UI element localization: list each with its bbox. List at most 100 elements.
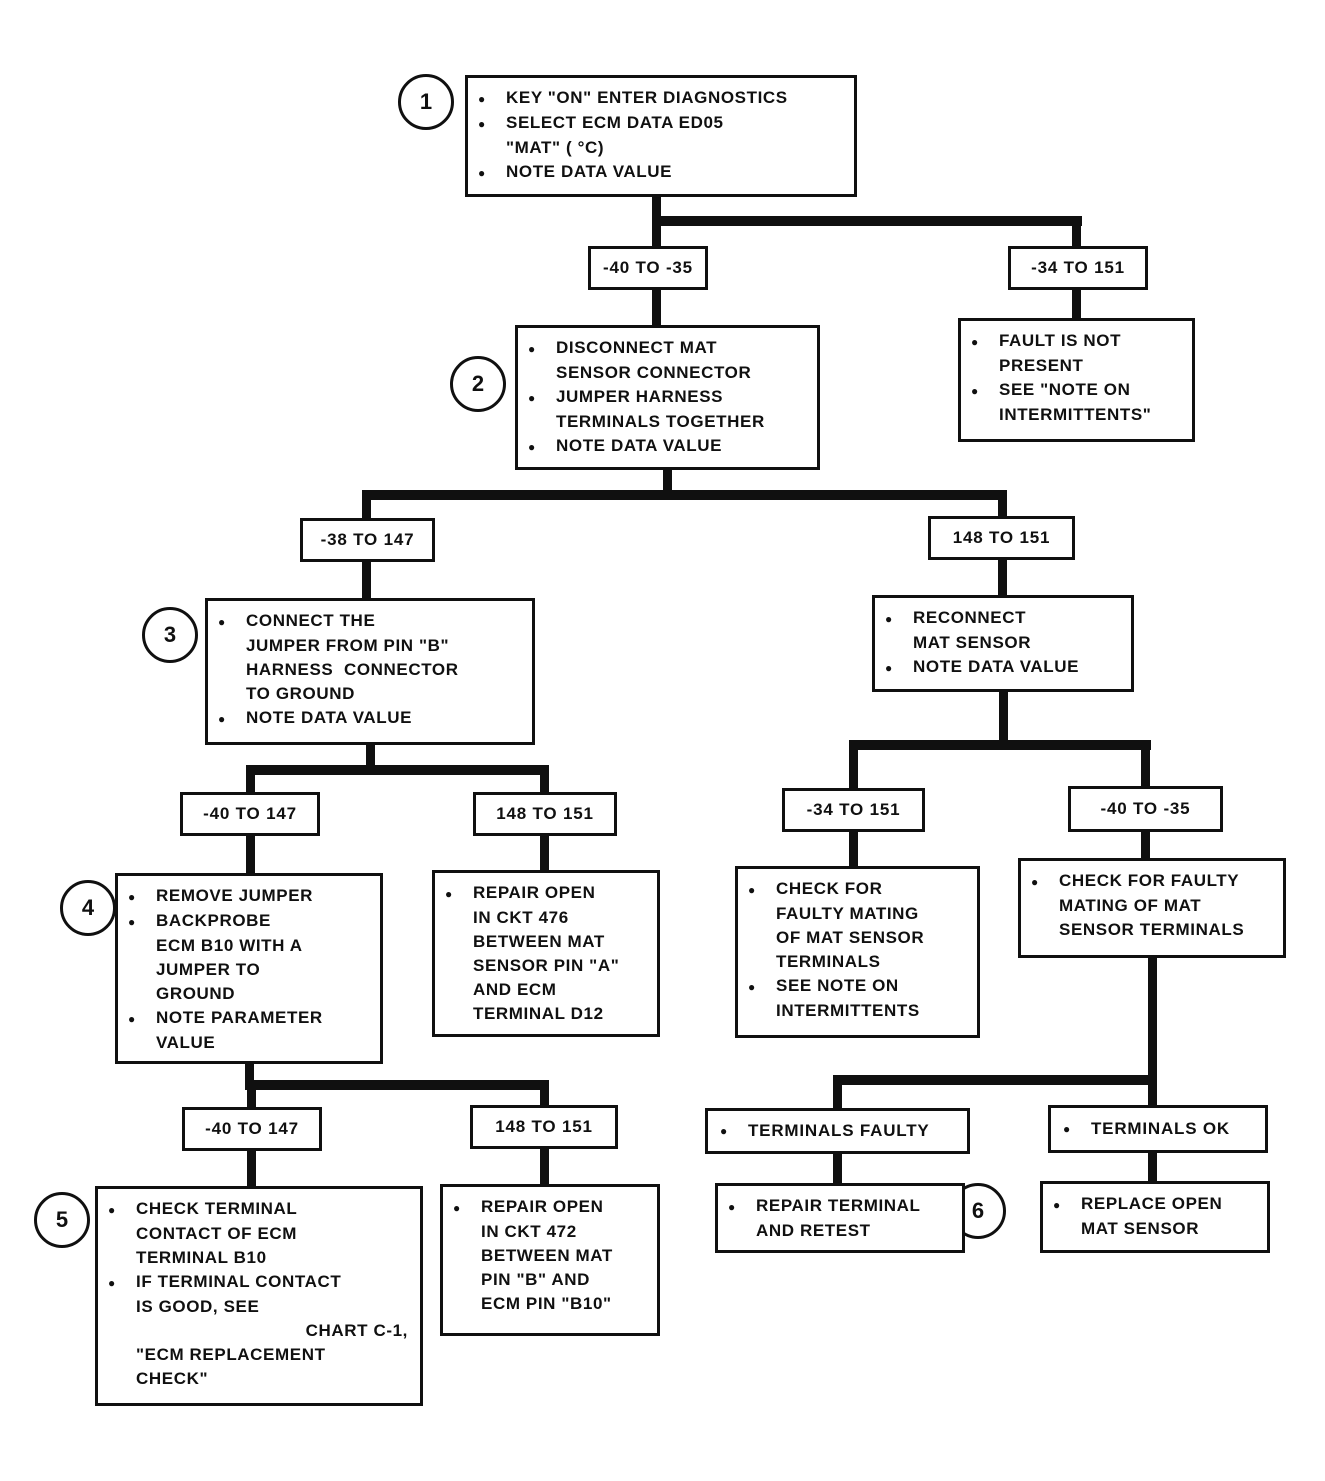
instruction-line: IN CKT 476: [445, 906, 649, 930]
line-text: VALUE: [156, 1033, 216, 1052]
instruction-line: OF MAT SENSOR: [748, 926, 969, 950]
terminals-faulty-label: ● TERMINALS FAULTY: [705, 1108, 970, 1154]
line-text: NOTE DATA VALUE: [246, 708, 413, 727]
line-text: BACKPROBE: [156, 911, 271, 930]
connector-line: [833, 1154, 842, 1183]
step-2-badge: 2: [450, 356, 506, 412]
line-text: CONNECT THE: [246, 611, 376, 630]
bullet-spacer: [128, 934, 156, 958]
line-text: INTERMITTENTS: [776, 1001, 920, 1020]
bullet-spacer: [971, 403, 999, 427]
bullet-spacer: [108, 1343, 136, 1367]
line-text: SENSOR CONNECTOR: [556, 363, 752, 382]
line-text: REPAIR TERMINAL: [756, 1196, 921, 1215]
instruction-line: INTERMITTENTS: [748, 999, 969, 1023]
line-text: REPAIR OPEN: [481, 1197, 604, 1216]
connector-line: [246, 765, 549, 775]
bullet-icon: ●: [128, 890, 136, 904]
line-text: TERMINAL B10: [136, 1248, 267, 1267]
line-text: REPAIR OPEN: [473, 883, 596, 902]
connector-line: [246, 775, 255, 792]
range-label-148-to-151-1: 148 TO 151: [928, 516, 1075, 560]
bullet-spacer: [528, 410, 556, 434]
line-text: SENSOR TERMINALS: [1059, 920, 1245, 939]
line-text: TERMINALS: [776, 952, 881, 971]
bullet-spacer: [108, 1222, 136, 1246]
bullet-icon: ●: [728, 1200, 736, 1214]
bullet-icon: ●: [478, 166, 486, 180]
bullet-spacer: [108, 1367, 136, 1391]
step-1-instructions-box: ●KEY "ON" ENTER DIAGNOSTICS●SELECT ECM D…: [465, 75, 857, 197]
bullet-icon: ●: [1053, 1198, 1061, 1212]
instruction-line: ● REPAIR TERMINAL: [728, 1194, 954, 1219]
bullet-spacer: [478, 136, 506, 160]
line-text: RECONNECT: [913, 608, 1027, 627]
connector-line: [247, 1151, 256, 1186]
connector-line: [1141, 832, 1150, 858]
connector-line: [652, 290, 661, 325]
instruction-line: MAT SENSOR: [885, 631, 1123, 655]
connector-line: [1141, 750, 1150, 786]
bullet-spacer: [748, 902, 776, 926]
bullet-spacer: [528, 361, 556, 385]
bullet-spacer: [445, 930, 473, 954]
line-text: HARNESS CONNECTOR: [246, 660, 459, 679]
line-text: CHECK TERMINAL: [136, 1199, 298, 1218]
instruction-line: ● SELECT ECM DATA ED05: [478, 111, 846, 136]
instruction-line: ●FAULT IS NOT: [971, 329, 1184, 354]
range-label-148-to-151-2: 148 TO 151: [473, 792, 617, 836]
connector-line: [833, 1085, 842, 1108]
step-1-badge: 1: [398, 74, 454, 130]
line-text: BETWEEN MAT: [481, 1246, 613, 1265]
line-text: TERMINALS TOGETHER: [556, 412, 765, 431]
line-text: DISCONNECT MAT: [556, 338, 718, 357]
bullet-spacer: [128, 982, 156, 1006]
bullet-spacer: [453, 1292, 481, 1316]
range-label-neg38-to-147: -38 TO 147: [300, 518, 435, 562]
instruction-line: CONTACT OF ECM: [108, 1222, 412, 1246]
bullet-spacer: [445, 1002, 473, 1026]
connector-line: [247, 1090, 256, 1107]
bullet-icon: ●: [128, 1012, 136, 1026]
instruction-line: ECM B10 WITH A: [128, 934, 372, 958]
bullet-spacer: [453, 1244, 481, 1268]
instruction-line: SENSOR CONNECTOR: [528, 361, 809, 385]
connector-line: [540, 1090, 549, 1105]
line-text: CHART C-1,: [305, 1321, 408, 1340]
connector-line: [1148, 958, 1157, 1105]
range-label-neg40-to-neg35-2: -40 TO -35: [1068, 786, 1223, 832]
instruction-line: TERMINAL D12: [445, 1002, 649, 1026]
line-text: CHECK FOR FAULTY: [1059, 871, 1240, 890]
bullet-spacer: [885, 631, 913, 655]
instruction-line: "ECM REPLACEMENT: [108, 1343, 412, 1367]
instruction-line: TO GROUND: [218, 682, 524, 706]
connector-line: [246, 836, 255, 873]
bullet-icon: ●: [453, 1201, 461, 1215]
bullet-icon: ●: [748, 883, 756, 897]
instruction-line: ●SEE NOTE ON: [748, 974, 969, 999]
line-text: SELECT ECM DATA ED05: [506, 113, 724, 132]
instruction-line: TERMINALS: [748, 950, 969, 974]
instruction-line: ● CONNECT THE: [218, 609, 524, 634]
instruction-line: AND RETEST: [728, 1219, 954, 1243]
bullet-icon: ●: [1063, 1122, 1072, 1136]
connector-line: [540, 1149, 549, 1184]
line-text: IN CKT 472: [481, 1222, 577, 1241]
bullet-icon: ●: [218, 615, 226, 629]
bullet-spacer: [445, 978, 473, 1002]
bullet-icon: ●: [478, 117, 486, 131]
connector-line: [245, 1063, 254, 1090]
line-text: CHECK FOR: [776, 879, 883, 898]
line-text: GROUND: [156, 984, 236, 1003]
range-label-neg34-to-151-2: -34 TO 151: [782, 788, 925, 832]
line-text: IN CKT 476: [473, 908, 569, 927]
connector-line: [833, 1075, 1157, 1085]
bullet-icon: ●: [720, 1124, 729, 1138]
connector-line: [999, 692, 1008, 750]
line-text: TO GROUND: [246, 684, 355, 703]
line-text: REPLACE OPEN: [1081, 1194, 1223, 1213]
repair-terminal-retest-box: ● REPAIR TERMINAL AND RETEST: [715, 1183, 965, 1253]
